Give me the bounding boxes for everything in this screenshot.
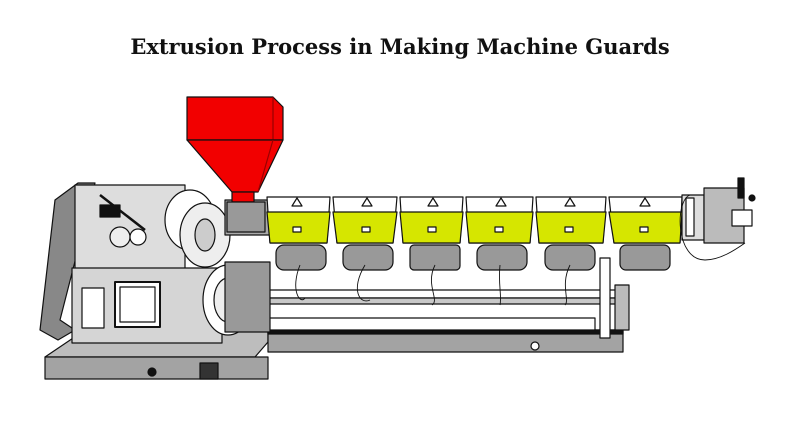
page-title: Extrusion Process in Making Machine Guar… — [130, 34, 670, 59]
heater-zone-4 — [465, 196, 534, 271]
drive-motor-gearbox — [39, 182, 271, 344]
hopper — [186, 96, 284, 233]
wires — [295, 264, 571, 306]
heater-zone-3 — [399, 196, 464, 271]
heater-zone-6 — [608, 196, 683, 271]
heater-zone-1 — [266, 196, 331, 271]
die-head — [679, 177, 756, 261]
heater-zone-5 — [535, 196, 607, 271]
heater-zone-2 — [332, 196, 398, 271]
heater-zones — [266, 196, 683, 271]
